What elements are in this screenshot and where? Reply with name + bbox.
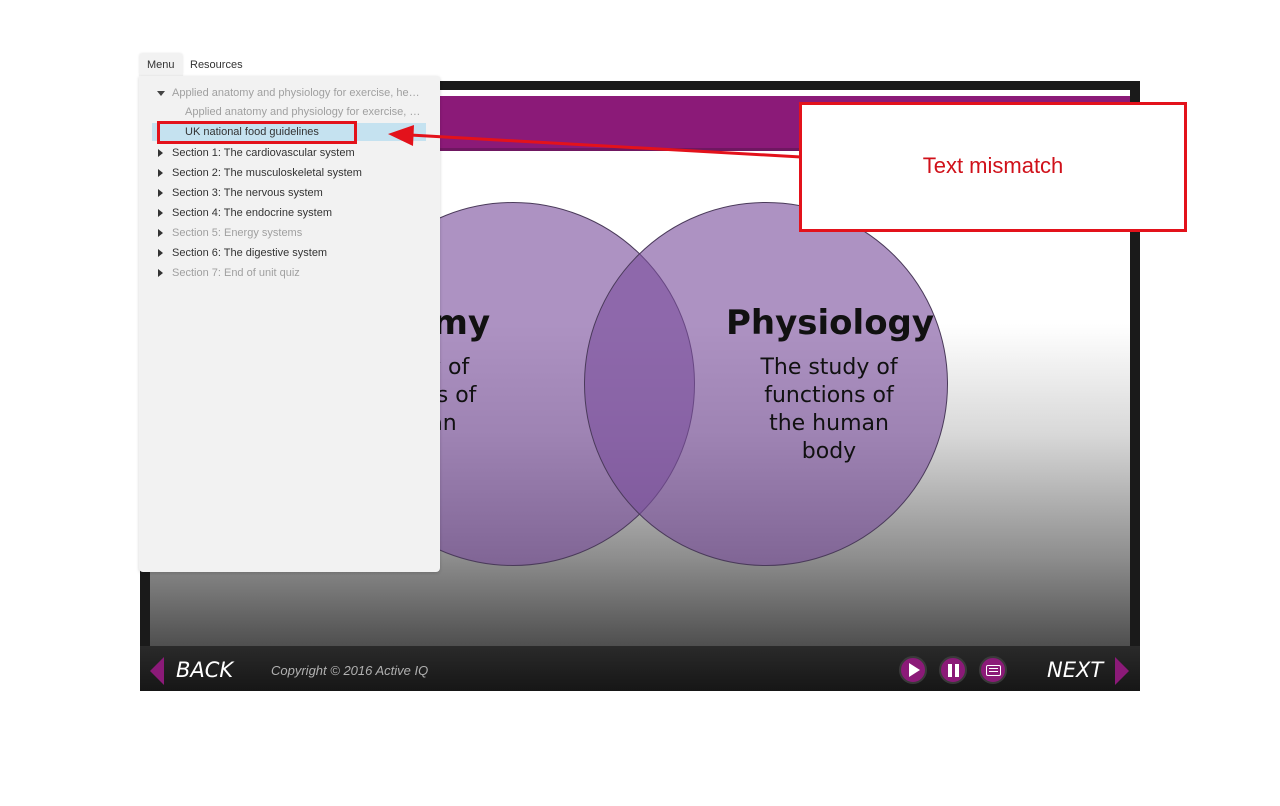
tab-resources[interactable]: Resources bbox=[190, 59, 243, 71]
menu-item-label: Section 3: The nervous system bbox=[172, 187, 323, 199]
tab-menu[interactable]: Menu bbox=[139, 54, 183, 76]
menu-item[interactable]: Section 6: The digestive system bbox=[139, 244, 440, 262]
physiology-heading: Physiology bbox=[726, 303, 935, 343]
physiology-circle bbox=[584, 202, 948, 566]
menu-item-label: Applied anatomy and physiology for exerc… bbox=[172, 87, 424, 99]
menu-item[interactable]: UK national food guidelines bbox=[152, 123, 426, 141]
menu-item-label: Section 5: Energy systems bbox=[172, 227, 303, 239]
highlight-box bbox=[157, 121, 357, 144]
physiology-description: The study of functions of the human body bbox=[760, 355, 898, 464]
course-menu-sidebar: Menu Resources Applied anatomy and physi… bbox=[139, 54, 440, 572]
expand-arrow-icon[interactable] bbox=[158, 229, 163, 237]
menu-item-label: Section 1: The cardiovascular system bbox=[172, 147, 355, 159]
expand-arrow-icon[interactable] bbox=[158, 209, 163, 217]
expand-arrow-icon[interactable] bbox=[158, 189, 163, 197]
back-button[interactable]: BACK bbox=[176, 658, 234, 682]
menu-item-label: Section 6: The digestive system bbox=[172, 247, 328, 259]
next-button[interactable]: NEXT bbox=[1047, 658, 1104, 682]
menu-item-label: Section 2: The musculoskeletal system bbox=[172, 167, 362, 179]
menu-item-label: Section 4: The endocrine system bbox=[172, 207, 332, 219]
captions-icon bbox=[985, 664, 1001, 676]
pause-icon bbox=[947, 663, 959, 677]
copyright-text: Copyright © 2016 Active IQ bbox=[271, 663, 429, 678]
menu-panel: Applied anatomy and physiology for exerc… bbox=[139, 76, 440, 572]
expand-arrow-icon[interactable] bbox=[158, 249, 163, 257]
menu-item[interactable]: Section 7: End of unit quiz bbox=[139, 264, 440, 282]
expand-arrow-icon[interactable] bbox=[158, 169, 163, 177]
sidebar-tabs: Menu Resources bbox=[139, 54, 440, 76]
expand-arrow-icon[interactable] bbox=[158, 149, 163, 157]
menu-item[interactable]: Applied anatomy and physiology for exerc… bbox=[139, 103, 440, 121]
player-control-bar: BACK Copyright © 2016 Active IQ NEXT bbox=[140, 646, 1140, 691]
menu-item[interactable]: Section 2: The musculoskeletal system bbox=[139, 164, 440, 182]
menu-item[interactable]: Section 5: Energy systems bbox=[139, 224, 440, 242]
menu-item[interactable]: Section 4: The endocrine system bbox=[139, 204, 440, 222]
annotation-callout: Text mismatch bbox=[799, 102, 1187, 232]
collapse-arrow-icon[interactable] bbox=[157, 91, 165, 96]
back-arrow-icon[interactable] bbox=[150, 657, 164, 685]
menu-item[interactable]: Section 3: The nervous system bbox=[139, 184, 440, 202]
menu-item-label: Section 7: End of unit quiz bbox=[172, 267, 300, 279]
next-arrow-icon[interactable] bbox=[1115, 657, 1129, 685]
menu-item-label: Applied anatomy and physiology for exerc… bbox=[185, 106, 424, 118]
captions-button[interactable] bbox=[979, 656, 1007, 684]
play-button[interactable] bbox=[899, 656, 927, 684]
expand-arrow-icon[interactable] bbox=[158, 269, 163, 277]
pause-button[interactable] bbox=[939, 656, 967, 684]
play-icon bbox=[909, 663, 920, 677]
menu-item[interactable]: Section 1: The cardiovascular system bbox=[139, 144, 440, 162]
menu-item[interactable]: Applied anatomy and physiology for exerc… bbox=[139, 84, 440, 102]
callout-text: Text mismatch bbox=[922, 153, 1064, 178]
